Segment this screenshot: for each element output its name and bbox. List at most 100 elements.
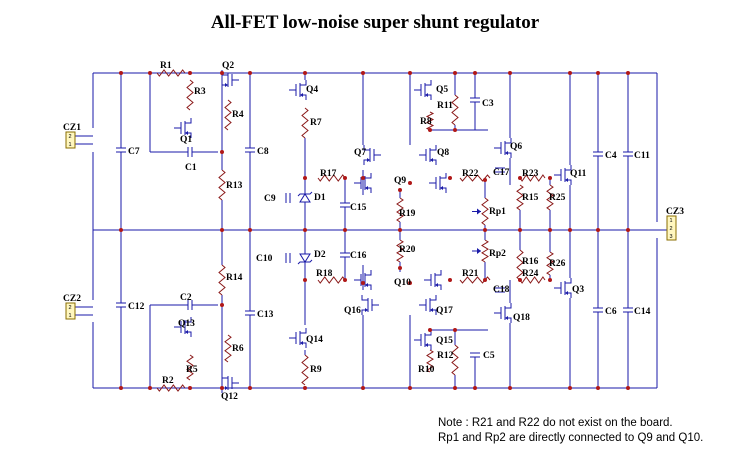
junction-dot xyxy=(483,278,487,282)
resistor-rp1 xyxy=(481,197,489,226)
junction-dot xyxy=(220,386,224,390)
resistor-r16 xyxy=(516,249,524,281)
label-r24: R24 xyxy=(522,269,539,279)
connector-cz2 xyxy=(65,302,76,320)
junction-dot xyxy=(428,328,432,332)
transistor-arrow xyxy=(425,343,428,347)
transistor-drain xyxy=(300,80,307,86)
label-q3: Q3 xyxy=(572,285,584,295)
transistor-drain xyxy=(300,328,307,334)
label-c13: C13 xyxy=(257,310,274,320)
junction-dot xyxy=(508,71,512,75)
label-r8: R8 xyxy=(420,117,432,127)
label-r23: R23 xyxy=(522,169,539,179)
label-q8: Q8 xyxy=(437,148,449,158)
junction-dot xyxy=(483,228,487,232)
pin-number: 1 xyxy=(69,313,72,319)
resistor-r3 xyxy=(186,79,194,111)
resistor-r6 xyxy=(224,334,232,363)
label-r2: R2 xyxy=(162,376,174,386)
junction-dot xyxy=(303,386,307,390)
junction-dot xyxy=(596,228,600,232)
junction-dot xyxy=(220,150,224,154)
pin-number: 1 xyxy=(670,218,673,224)
junction-dot xyxy=(361,386,365,390)
transistor-drain xyxy=(565,278,572,284)
junction-dot xyxy=(568,228,572,232)
resistor-r26 xyxy=(546,251,554,276)
transistor-arrow xyxy=(430,158,433,162)
junction-dot xyxy=(343,228,347,232)
label-r26: R26 xyxy=(549,259,566,269)
junction-dot xyxy=(473,386,477,390)
diode-d2 xyxy=(299,253,311,263)
junction-dot xyxy=(361,176,365,180)
junction-dot xyxy=(518,278,522,282)
junction-dot xyxy=(548,176,552,180)
resistor-r4 xyxy=(224,99,232,131)
junction-dot xyxy=(398,266,402,270)
resistor-r14 xyxy=(218,264,226,296)
resistor-r19 xyxy=(396,197,404,223)
junction-dot xyxy=(220,71,224,75)
junction-dot xyxy=(626,386,630,390)
label-q4: Q4 xyxy=(306,85,318,95)
transistor-drain xyxy=(505,303,512,309)
label-d1: D1 xyxy=(314,193,326,203)
label-r9: R9 xyxy=(310,365,322,375)
junction-dot xyxy=(361,71,365,75)
junction-dot xyxy=(453,328,457,332)
junction-dot xyxy=(343,278,347,282)
label-c12: C12 xyxy=(128,302,145,312)
transistor-drain xyxy=(363,145,370,151)
label-q13: Q13 xyxy=(178,319,195,329)
junction-dot xyxy=(398,188,402,192)
label-r21: R21 xyxy=(462,269,479,279)
label-rp2: Rp2 xyxy=(489,249,506,259)
label-r19: R19 xyxy=(399,209,416,219)
label-c4: C4 xyxy=(605,151,617,161)
junction-dot xyxy=(303,71,307,75)
transistor-drain xyxy=(185,118,192,124)
resistor-r20 xyxy=(396,239,404,263)
label-q10: Q10 xyxy=(394,278,411,288)
label-q15: Q15 xyxy=(436,336,453,346)
label-r18: R18 xyxy=(316,269,333,279)
connector-cz1 xyxy=(65,131,76,149)
junction-layer xyxy=(119,71,630,390)
label-r25: R25 xyxy=(549,193,566,203)
resistor-r12 xyxy=(451,344,459,376)
pin-number: 2 xyxy=(69,134,72,140)
junction-dot xyxy=(248,386,252,390)
resistor-r15 xyxy=(516,184,524,211)
label-r11: R11 xyxy=(437,101,453,111)
resistor-r23 xyxy=(519,174,546,182)
junction-dot xyxy=(408,181,412,185)
transistor-arrow xyxy=(300,93,303,97)
transistor-arrow xyxy=(565,291,568,295)
diode-d1 xyxy=(299,193,311,203)
label-c8: C8 xyxy=(257,147,269,157)
label-r4: R4 xyxy=(232,110,244,120)
label-r3: R3 xyxy=(194,87,206,97)
label-r13: R13 xyxy=(226,181,243,191)
transistor-arrow xyxy=(185,131,188,135)
resistor-r2 xyxy=(156,384,186,392)
junction-dot xyxy=(248,228,252,232)
transistor-arrow xyxy=(505,316,508,320)
label-r15: R15 xyxy=(522,193,539,203)
label-r20: R20 xyxy=(399,245,416,255)
label-q16: Q16 xyxy=(344,306,361,316)
junction-dot xyxy=(119,228,123,232)
label-q17: Q17 xyxy=(436,306,453,316)
label-q11: Q11 xyxy=(570,169,587,179)
junction-dot xyxy=(453,71,457,75)
label-c11: C11 xyxy=(634,151,650,161)
label-q18: Q18 xyxy=(513,313,530,323)
transistor-arrow xyxy=(435,283,438,287)
label-q5: Q5 xyxy=(436,85,448,95)
transistor-drain xyxy=(430,295,437,301)
resistor-r8 xyxy=(425,111,435,131)
label-c16: C16 xyxy=(350,251,367,261)
